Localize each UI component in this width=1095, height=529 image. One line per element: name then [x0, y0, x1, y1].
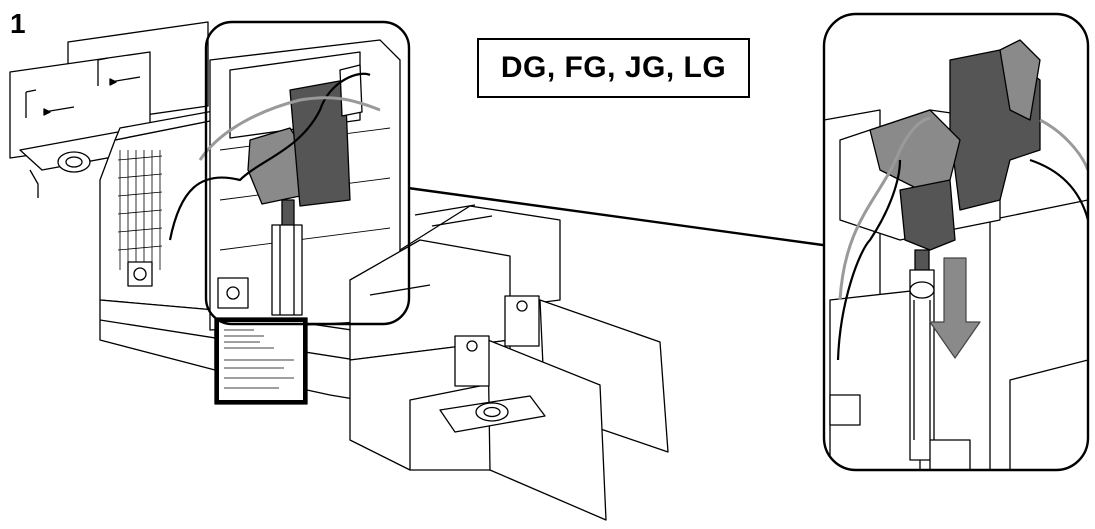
down-arrow-icon	[929, 257, 981, 359]
zoom-leader-line	[407, 186, 831, 248]
model-label: DG, FG, JG, LG	[500, 51, 727, 84]
breaker-assembly	[9, 21, 669, 521]
zoom-frame	[822, 12, 1090, 472]
zoom-detail-view	[822, 12, 1090, 472]
detail-highlight-frame	[204, 20, 411, 326]
model-label-box: DG, FG, JG, LG	[477, 38, 750, 98]
load-terminal-plate-lower	[487, 339, 607, 521]
step-number: 1	[10, 8, 26, 39]
